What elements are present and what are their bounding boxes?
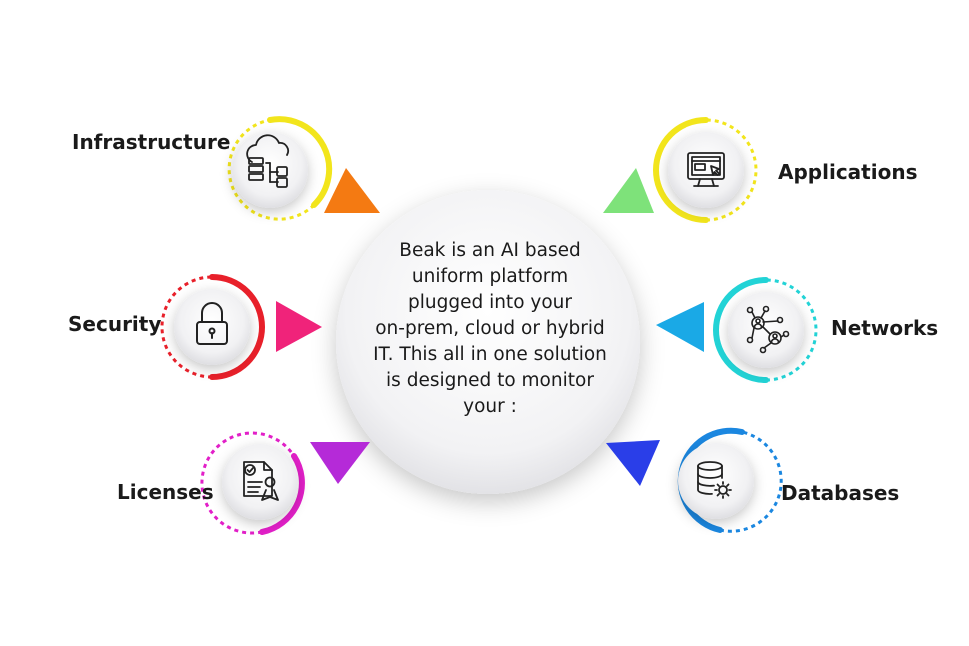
center-line: Beak is an AI based (399, 240, 581, 261)
security-node (160, 274, 265, 380)
monitor-app-icon (687, 152, 725, 187)
infrastructure-ring-solid (267, 116, 333, 208)
security-label: Security (68, 312, 162, 336)
center-line: uniform platform (411, 266, 569, 287)
center-description: Beak is an AI based uniform platform plu… (360, 238, 620, 438)
licenses-node (200, 431, 305, 535)
networks-node (713, 277, 818, 383)
applications-pointer (603, 168, 654, 213)
security-ring-solid (209, 274, 265, 380)
networks-ring-solid (713, 277, 769, 383)
license-document-icon (243, 461, 279, 501)
applications-ring-solid (653, 117, 709, 223)
databases-pointer (606, 440, 660, 486)
applications-node (653, 117, 758, 223)
applications-label: Applications (778, 160, 918, 184)
infrastructure-ring-dashed (227, 118, 316, 221)
licenses-ring-solid (259, 453, 305, 535)
center-line: is designed to monitor (386, 370, 594, 391)
infrastructure-pointer (324, 168, 380, 213)
security-pointer (276, 301, 322, 352)
licenses-ring-dashed (200, 431, 296, 535)
networks-pointer (656, 302, 704, 352)
center-line: on-prem, cloud or hybrid (375, 318, 605, 339)
database-gear-icon (697, 461, 732, 499)
center-disc (336, 190, 640, 494)
padlock-icon (196, 302, 228, 345)
networks-label: Networks (831, 316, 939, 340)
center-line: plugged into your (407, 292, 572, 313)
network-people-icon (746, 305, 790, 354)
databases-label: Databases (781, 481, 900, 505)
cloud-server-icon (246, 134, 290, 188)
center-line: IT. This all in one solution (373, 344, 607, 365)
center-line: your : (463, 396, 517, 417)
infrastructure-label: Infrastructure (72, 130, 231, 154)
licenses-label: Licenses (117, 480, 214, 504)
infrastructure-node (227, 116, 333, 221)
licenses-pointer (310, 442, 370, 484)
databases-node (677, 427, 783, 533)
